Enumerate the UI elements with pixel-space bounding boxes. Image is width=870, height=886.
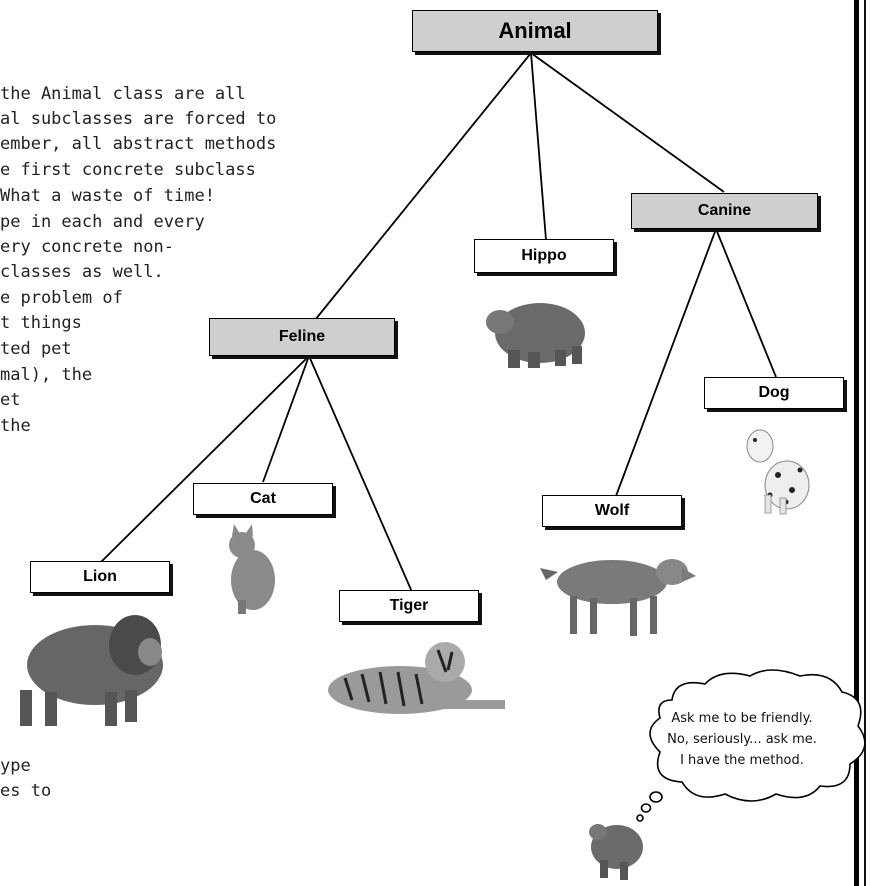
thought-line-3: I have the method. <box>680 753 804 768</box>
bg-text-line-9: e problem of <box>0 288 123 308</box>
node-feline: Feline <box>209 318 395 356</box>
node-tiger: Tiger <box>339 590 479 622</box>
bg-text-line-6: pe in each and every <box>0 212 205 232</box>
bg-text-line-13: et <box>0 390 21 410</box>
lion-image <box>20 615 163 726</box>
dog-image <box>746 429 810 515</box>
bg-text-line-3: ember, all abstract methods <box>0 134 277 154</box>
node-canine: Canine <box>631 193 818 229</box>
bg-text-line-15: ype <box>0 756 31 776</box>
bg-text-line-10: t things <box>0 313 82 333</box>
small-hippo-image <box>589 824 643 880</box>
edge-canine-wolf <box>615 228 717 497</box>
node-wolf: Wolf <box>542 495 682 527</box>
cat-image <box>229 524 275 614</box>
edge-feline-cat <box>262 355 310 483</box>
node-dog: Dog <box>704 377 844 409</box>
edge-animal-hippo <box>530 52 547 241</box>
tiger-image <box>328 642 505 714</box>
thought-line-1: Ask me to be friendly. <box>671 711 813 726</box>
hippo-image <box>486 303 585 368</box>
edge-feline-lion <box>100 355 310 563</box>
edge-feline-tiger <box>308 355 413 593</box>
node-animal: Animal <box>412 10 658 52</box>
bg-text-line-7: ery concrete non- <box>0 237 174 257</box>
thought-bubble-text: Ask me to be friendly. No, seriously... … <box>634 708 850 771</box>
bg-text-line-12: mal), the <box>0 365 93 385</box>
bg-text-line-11: ted pet <box>0 339 72 359</box>
bg-text-line-2: al subclasses are forced to <box>0 109 277 129</box>
thought-bubble <box>636 669 866 822</box>
page-border-inner <box>864 0 866 886</box>
node-lion: Lion <box>30 561 170 593</box>
thought-line-2: No, seriously... ask me. <box>667 732 817 747</box>
node-cat: Cat <box>193 483 333 515</box>
wolf-image <box>540 559 696 636</box>
bg-text-line-4: e first concrete subclass <box>0 160 256 180</box>
bg-text-line-1: the Animal class are all <box>0 84 246 104</box>
bg-text-line-5: What a waste of time! <box>0 186 215 206</box>
bg-text-line-14: the <box>0 416 31 436</box>
node-hippo: Hippo <box>474 239 614 273</box>
edge-canine-dog <box>715 228 777 378</box>
bg-text-line-8: classes as well. <box>0 262 164 282</box>
page-border <box>854 0 859 886</box>
edge-animal-canine <box>530 52 725 193</box>
edge-animal-feline <box>314 52 532 321</box>
bg-text-line-16: es to <box>0 781 52 801</box>
